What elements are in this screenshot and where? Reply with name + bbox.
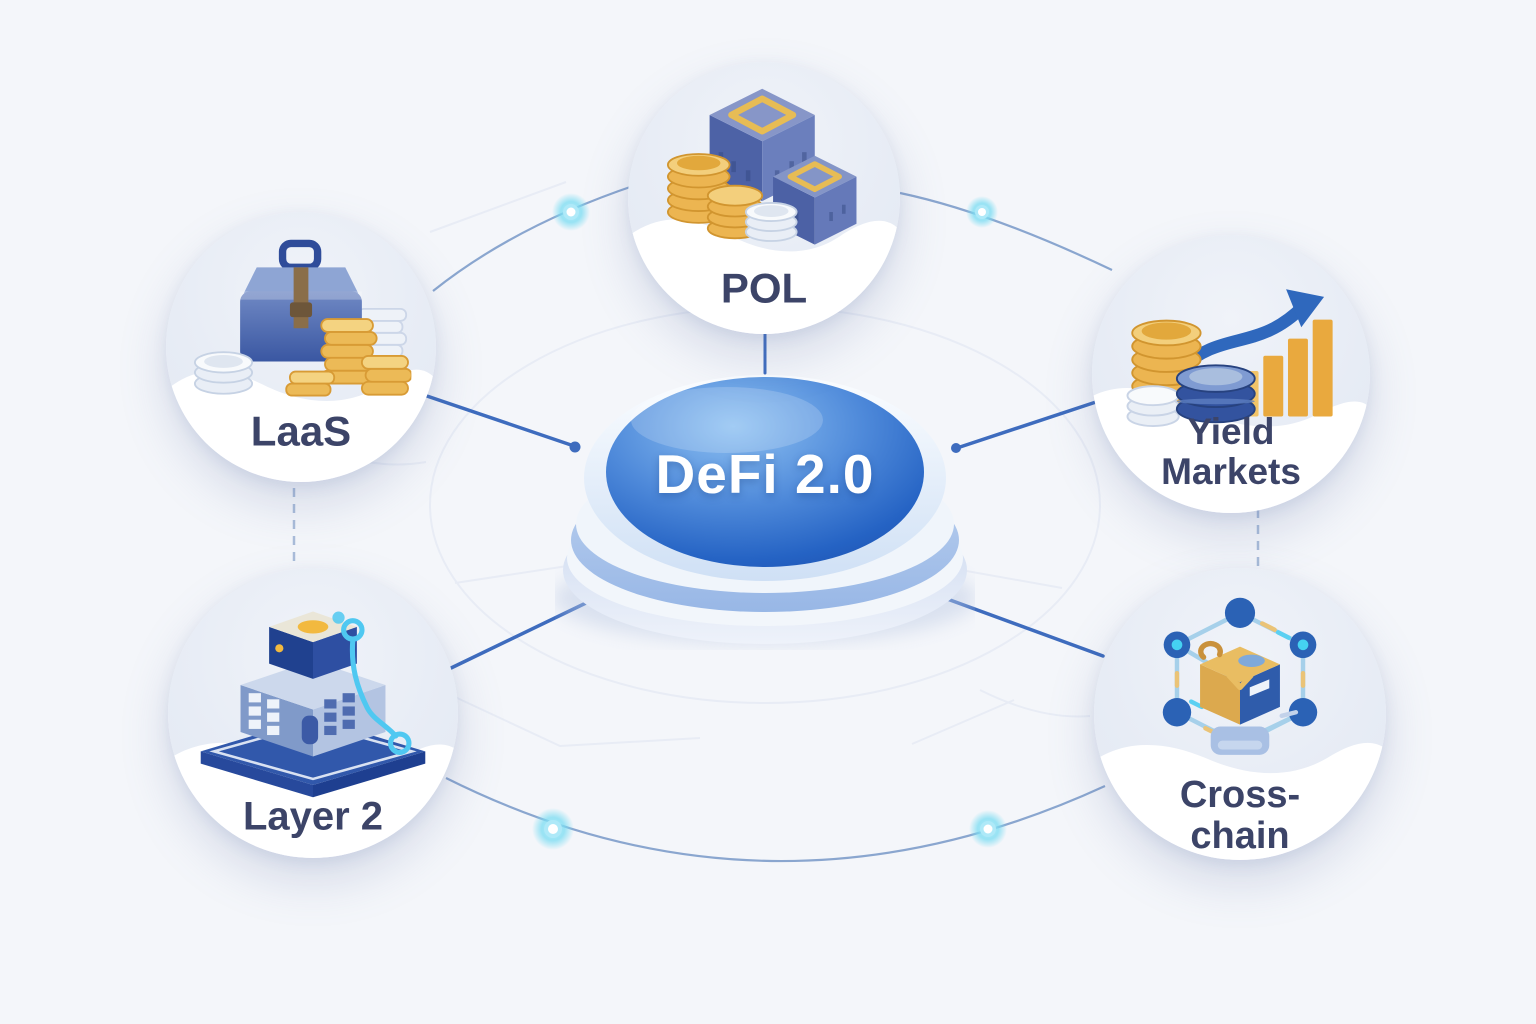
layered-building-icon	[200, 611, 426, 798]
glow-dots	[532, 193, 1007, 850]
disc-graphic	[555, 375, 975, 644]
node-wave	[166, 369, 436, 482]
node-layer-2: Layer 2	[168, 568, 458, 858]
center-spokes	[419, 327, 1105, 671]
glow-dot	[966, 196, 998, 228]
node-laas-label: LaaS	[250, 407, 352, 455]
spoke-yield	[955, 399, 1101, 450]
arc-laas-pol	[432, 181, 643, 292]
node-pol-label: POL	[720, 264, 808, 312]
arc-pol-yield	[899, 191, 1113, 271]
network-box-icon	[1162, 598, 1318, 756]
center-disc-label: DeFi 2.0	[655, 443, 875, 505]
node-cross-chain: Cross-chain	[1094, 568, 1386, 860]
coins-chart-arrow-icon	[1126, 289, 1333, 428]
token-cubes-coins-icon	[666, 88, 857, 245]
node-pol: POL	[628, 62, 900, 334]
node-yield-markets: Yield Markets	[1092, 235, 1370, 513]
dashed-links	[292, 488, 1260, 570]
spoke-laas	[419, 392, 576, 448]
node-layer-2-label: Layer 2	[242, 794, 384, 839]
center-disc: DeFi 2.0	[555, 358, 975, 650]
node-wave	[628, 219, 900, 334]
glow-dot	[532, 808, 574, 850]
node-wave	[1094, 742, 1386, 860]
node-yield-markets-label: Yield Markets	[1161, 410, 1301, 492]
glow-dot	[969, 810, 1007, 848]
node-cross-chain-label: Cross-chain	[1179, 774, 1301, 858]
glow-dot	[552, 193, 590, 231]
briefcase-coins-icon	[193, 239, 412, 397]
node-laas: LaaS	[166, 212, 436, 482]
